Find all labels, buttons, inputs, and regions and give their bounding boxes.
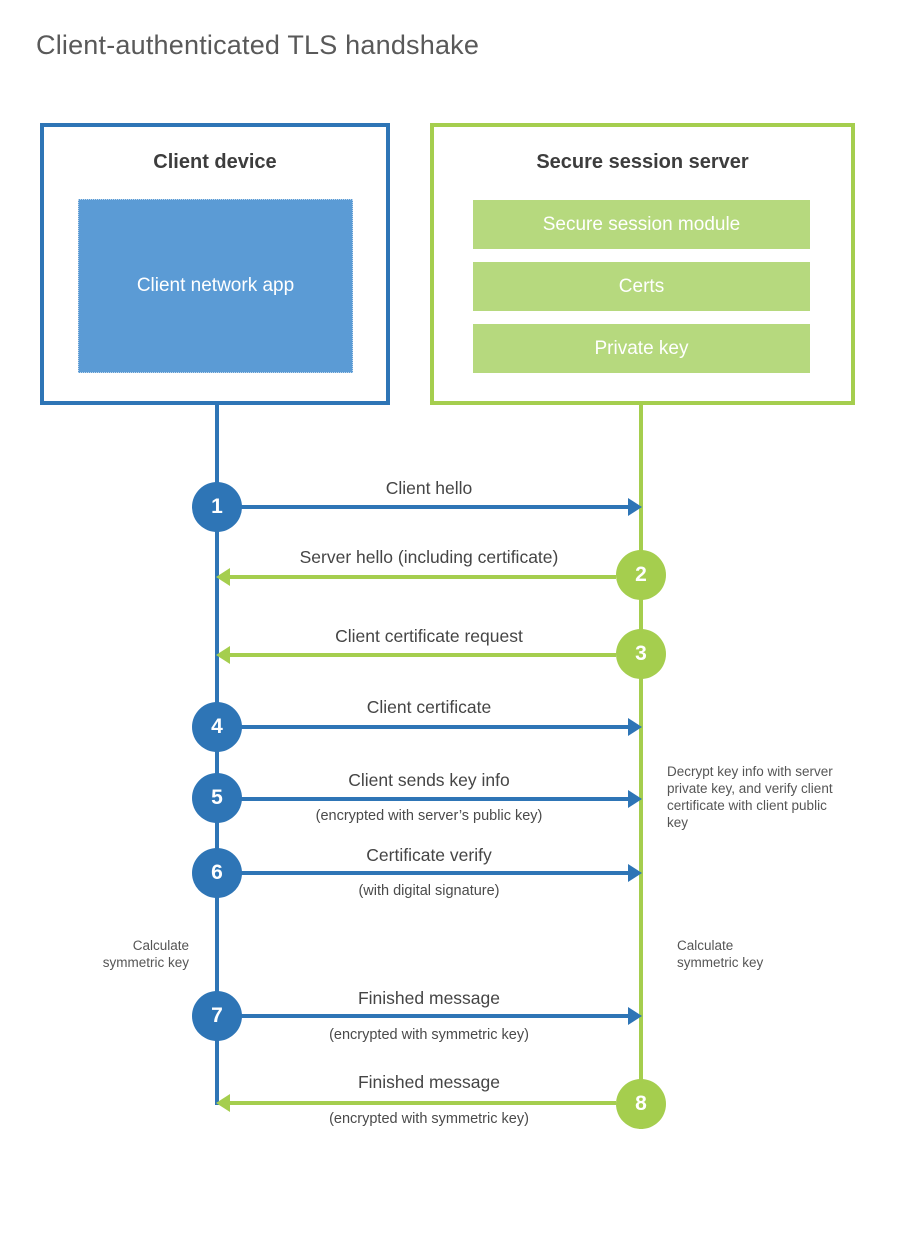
server-calculate-note: Calculate symmetric key bbox=[677, 938, 764, 970]
message-label-2: Server hello (including certificate) bbox=[299, 547, 559, 567]
arrow-right-icon-5 bbox=[240, 790, 642, 808]
server-module-secure-session-module: Secure session module bbox=[473, 200, 810, 249]
arrow-right-icon-7 bbox=[240, 1007, 642, 1025]
step-badge-4: 4 bbox=[192, 702, 242, 752]
server-module-private-key: Private key bbox=[473, 324, 810, 373]
step-badge-7: 7 bbox=[192, 991, 242, 1041]
arrow-left-icon-2 bbox=[216, 568, 616, 586]
arrow-left-icon-3 bbox=[216, 646, 616, 664]
arrow-right-icon-4 bbox=[240, 718, 642, 736]
step-badge-5: 5 bbox=[192, 773, 242, 823]
message-label-8: Finished message bbox=[357, 1072, 501, 1092]
secure-session-server-box: Secure session server Secure session mod… bbox=[430, 123, 855, 405]
message-label-5: Client sends key info bbox=[348, 770, 510, 790]
message-label-7: Finished message bbox=[357, 988, 501, 1008]
message-sublabel-6: (with digital signature) bbox=[358, 883, 500, 899]
secure-session-server-title: Secure session server bbox=[536, 151, 749, 173]
step-badge-1: 1 bbox=[192, 482, 242, 532]
server-lifeline bbox=[639, 403, 643, 1129]
step-badge-6: 6 bbox=[192, 848, 242, 898]
client-network-app-box: Client network app bbox=[78, 199, 353, 373]
client-lifeline bbox=[215, 403, 219, 1105]
page-title: Client-authenticated TLS handshake bbox=[36, 30, 480, 60]
message-label-3: Client certificate request bbox=[335, 626, 523, 646]
client-device-box: Client device Client network app bbox=[40, 123, 390, 405]
client-device-title: Client device bbox=[153, 151, 277, 173]
arrow-right-icon-6 bbox=[240, 864, 642, 882]
arrow-left-icon-8 bbox=[216, 1094, 616, 1112]
message-label-1: Client hello bbox=[385, 478, 473, 498]
arrow-right-icon-1 bbox=[240, 498, 642, 516]
step-badge-8: 8 bbox=[616, 1079, 666, 1129]
message-sublabel-7: (encrypted with symmetric key) bbox=[329, 1027, 529, 1043]
server-module-certs: Certs bbox=[473, 262, 810, 311]
server-decrypt-note: Decrypt key info with server private key… bbox=[667, 764, 833, 830]
client-calculate-note: Calculate symmetric key bbox=[102, 938, 189, 970]
message-label-4: Client certificate bbox=[366, 697, 492, 717]
step-badge-3: 3 bbox=[616, 629, 666, 679]
message-sublabel-8: (encrypted with symmetric key) bbox=[329, 1111, 529, 1127]
client-network-app-label: Client network app bbox=[136, 275, 295, 296]
step-badge-2: 2 bbox=[616, 550, 666, 600]
message-sublabel-5: (encrypted with server’s public key) bbox=[315, 808, 543, 824]
message-label-6: Certificate verify bbox=[366, 845, 492, 865]
